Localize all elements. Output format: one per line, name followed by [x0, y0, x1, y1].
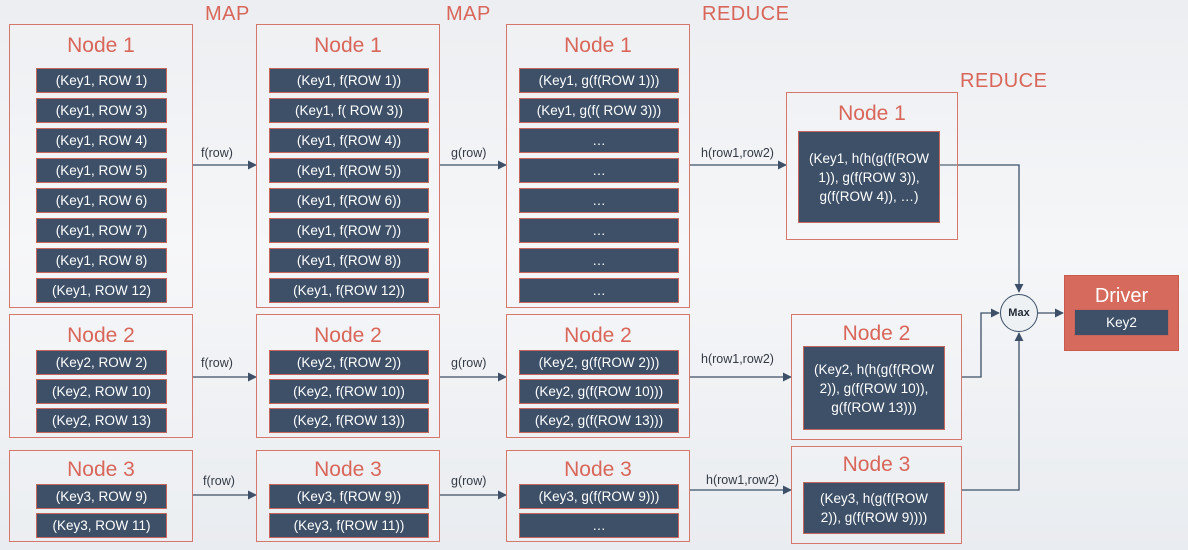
arrow-reduce3-max: [962, 332, 1024, 491]
row-item: (Key2, g(f(ROW 2))): [519, 350, 679, 375]
row-item: (Key3, g(f(ROW 9))): [519, 484, 679, 509]
row-item: (Key1, f(ROW 8)): [269, 248, 429, 273]
row-item: (Key2, f(ROW 13)): [269, 408, 429, 433]
map-f-node-2: Node 2 (Key2, f(ROW 2)) (Key2, f(ROW 10)…: [256, 314, 440, 438]
edge-label-f: f(row): [201, 356, 233, 370]
stage-label-reduce-1: REDUCE: [702, 3, 790, 25]
input-node-3: Node 3 (Key3, ROW 9) (Key3, ROW 11): [9, 450, 193, 542]
edge-label-g: g(row): [451, 146, 487, 160]
node-title: Node 1: [838, 102, 906, 125]
row-item: (Key1, f( ROW 3)): [269, 98, 429, 123]
node-title: Node 2: [314, 324, 382, 347]
stage-label-map-1: MAP: [205, 3, 250, 25]
row-item: (Key1, ROW 8): [36, 248, 167, 273]
row-item: (Key1, ROW 5): [36, 158, 167, 183]
row-item: (Key1, f(ROW 1)): [269, 68, 429, 93]
row-item: (Key1, ROW 4): [36, 128, 167, 153]
node-title: Node 3: [842, 453, 911, 476]
row-item: (Key3, f(ROW 9)): [269, 484, 429, 509]
row-item: (Key2, ROW 2): [36, 350, 167, 375]
row-item: …: [519, 158, 679, 183]
edge-label-f: f(row): [201, 146, 233, 160]
row-item: …: [519, 188, 679, 213]
map-f-node-1: Node 1 (Key1, f(ROW 1)) (Key1, f( ROW 3)…: [256, 24, 440, 308]
row-item: (Key1, g(f( ROW 3))): [519, 98, 679, 123]
edge-label-g: g(row): [451, 356, 487, 370]
row-item: …: [519, 513, 679, 538]
reduce-node-1: Node 1 (Key1, h(h(g(f(ROW 1)), g(f(ROW 3…: [786, 92, 958, 240]
row-item: (Key3, ROW 11): [36, 513, 167, 538]
stage-label-map-2: MAP: [446, 3, 491, 25]
row-item: (Key1, ROW 6): [36, 188, 167, 213]
map-g-node-1: Node 1 (Key1, g(f(ROW 1))) (Key1, g(f( R…: [506, 24, 690, 308]
row-item: (Key2, g(f(ROW 13))): [519, 408, 679, 433]
row-item: …: [519, 248, 679, 273]
edge-label-g: g(row): [451, 474, 487, 488]
reduce-node-3: Node 3 (Key3, h(g(f(ROW 2)), g(f(ROW 9))…: [791, 446, 962, 544]
edge-label-h: h(row1,row2): [701, 146, 774, 160]
row-item: (Key2, f(ROW 10)): [269, 379, 429, 404]
reduce-value: (Key1, h(h(g(f(ROW 1)), g(f(ROW 3)), g(f…: [798, 131, 940, 223]
arrow-reduce2-max: [962, 308, 1000, 378]
row-item: (Key3, ROW 9): [36, 484, 167, 509]
row-item: (Key1, f(ROW 6)): [269, 188, 429, 213]
row-item: …: [519, 218, 679, 243]
row-item: (Key1, f(ROW 12)): [269, 278, 429, 303]
row-item: (Key1, ROW 12): [36, 278, 167, 303]
row-item: (Key2, ROW 10): [36, 379, 167, 404]
max-aggregator: Max: [1000, 294, 1038, 332]
row-item: (Key3, f(ROW 11)): [269, 513, 429, 538]
edge-label-h: h(row1,row2): [706, 473, 779, 487]
row-item: (Key1, ROW 7): [36, 218, 167, 243]
row-item: (Key2, f(ROW 2)): [269, 350, 429, 375]
reduce-value: (Key2, h(h(g(f(ROW 2)), g(f(ROW 10)), g(…: [803, 346, 945, 430]
node-title: Node 2: [564, 324, 632, 347]
row-item: (Key1, f(ROW 7)): [269, 218, 429, 243]
node-title: Node 1: [564, 34, 632, 57]
row-item: (Key1, ROW 3): [36, 98, 167, 123]
node-title: Node 3: [564, 458, 632, 481]
row-item: (Key2, ROW 13): [36, 408, 167, 433]
stage-label-reduce-2: REDUCE: [960, 70, 1048, 92]
row-item: (Key2, g(f(ROW 10))): [519, 379, 679, 404]
reduce-value: (Key3, h(g(f(ROW 2)), g(f(ROW 9)))): [803, 482, 945, 534]
node-title: Node 3: [314, 458, 382, 481]
map-f-node-3: Node 3 (Key3, f(ROW 9)) (Key3, f(ROW 11)…: [256, 450, 440, 542]
input-node-1: Node 1 (Key1, ROW 1) (Key1, ROW 3) (Key1…: [9, 24, 193, 308]
driver-value: Key2: [1074, 309, 1169, 336]
row-item: (Key1, ROW 1): [36, 68, 167, 93]
node-title: Node 2: [842, 322, 911, 345]
map-g-node-3: Node 3 (Key3, g(f(ROW 9))) …: [506, 450, 690, 542]
node-title: Node 1: [314, 34, 382, 57]
node-title: Node 1: [67, 34, 135, 57]
edge-label-h: h(row1,row2): [701, 352, 774, 366]
driver-title: Driver: [1094, 285, 1149, 307]
reduce-node-2: Node 2 (Key2, h(h(g(f(ROW 2)), g(f(ROW 1…: [791, 314, 962, 440]
map-g-node-2: Node 2 (Key2, g(f(ROW 2))) (Key2, g(f(RO…: [506, 314, 690, 438]
row-item: (Key1, f(ROW 5)): [269, 158, 429, 183]
driver-node: Driver Key2: [1064, 275, 1179, 351]
edge-label-f: f(row): [203, 474, 235, 488]
node-title: Node 3: [67, 458, 135, 481]
row-item: (Key1, f(ROW 4)): [269, 128, 429, 153]
input-node-2: Node 2 (Key2, ROW 2) (Key2, ROW 10) (Key…: [9, 314, 193, 438]
row-item: (Key1, g(f(ROW 1))): [519, 68, 679, 93]
row-item: …: [519, 278, 679, 303]
row-item: …: [519, 128, 679, 153]
node-title: Node 2: [67, 324, 135, 347]
